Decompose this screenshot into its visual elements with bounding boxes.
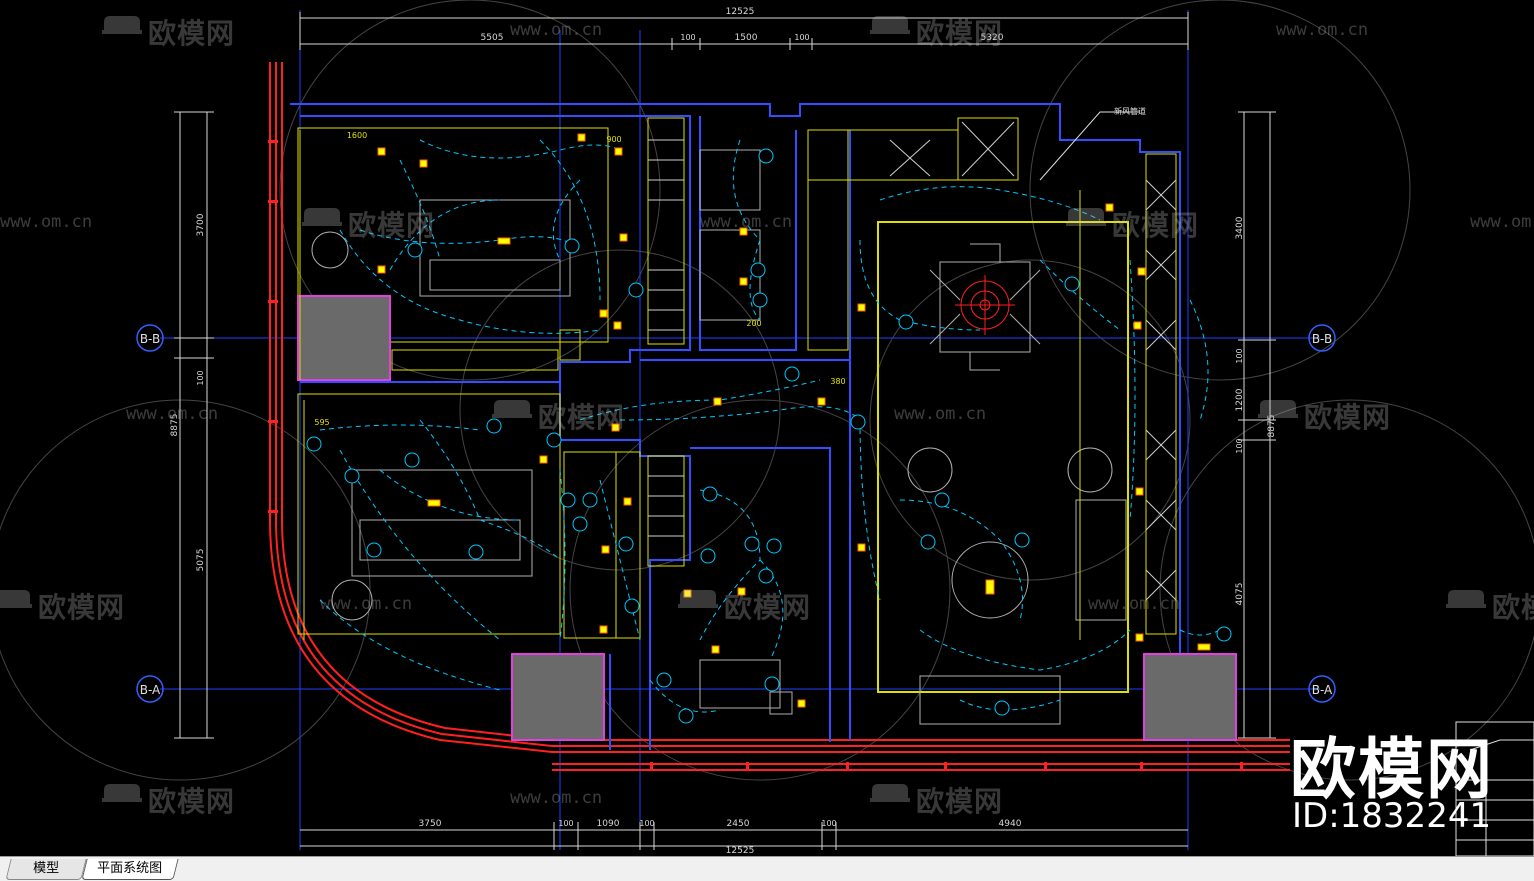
furniture	[311, 149, 1127, 725]
callout-text: 新风管道	[1114, 106, 1146, 116]
axis-label-bb-left: B-B	[140, 332, 160, 346]
dim-top-seg-1: 100	[680, 33, 695, 42]
watermark-brand: 欧模网	[1064, 204, 1199, 244]
dim-bottom-overall: 12525	[726, 846, 755, 856]
watermark-circles	[0, 0, 1534, 781]
callout-leader	[1039, 111, 1534, 751]
dim-bottom-seg-2: 1090	[597, 819, 620, 829]
dim-bottom-seg-1: 100	[558, 819, 573, 828]
sofa-logo-icon	[1064, 208, 1108, 239]
dim-left-overall: 8875	[170, 414, 180, 437]
dim-top-overall: 12525	[726, 7, 755, 17]
sofa-logo-icon	[300, 208, 344, 239]
cabinet-details	[648, 121, 1177, 601]
room-dim-1: 900	[606, 135, 621, 144]
watermark-url: www.om.cn	[700, 212, 793, 232]
model-id: ID:1832241	[1292, 796, 1492, 836]
dim-right-overall: 8875	[1267, 415, 1277, 438]
axis-label-bb-right: B-B	[1312, 332, 1332, 346]
fixture-tags	[306, 148, 1232, 724]
dim-right-seg-3: 100	[1235, 438, 1244, 453]
room-dim-4: 380	[830, 377, 845, 386]
sofa-logo-icon	[1444, 590, 1488, 621]
structural-columns	[297, 295, 1237, 741]
sofa-logo-icon	[100, 784, 144, 815]
sofa-logo-icon	[868, 784, 912, 815]
brand-logo-text: 欧模网	[1290, 731, 1494, 808]
dimension-lines	[174, 12, 1276, 850]
layout-tab-bar: 模型 平面系统图	[0, 856, 1534, 881]
title-block	[1455, 721, 1534, 856]
watermark-url: www.om.cn	[320, 594, 413, 614]
dim-right-seg-2: 1200	[1235, 388, 1245, 411]
watermark-url: www.om.cn	[1276, 20, 1369, 40]
axis-label-ba-right: B-A	[1312, 683, 1333, 697]
dim-top-seg-4: 5320	[981, 33, 1004, 43]
axis-label-ba-left: B-A	[140, 683, 161, 697]
watermark-url: www.om.cn	[894, 404, 987, 424]
dim-right-seg-0: 3400	[1235, 216, 1245, 239]
watermark-brand: 欧模网	[868, 12, 1003, 52]
dim-bottom-seg-0: 3750	[419, 819, 442, 829]
room-dim-3: 200	[746, 319, 761, 328]
watermark-url: www.om.cn	[1470, 212, 1534, 232]
watermark-url: www.om.cn	[126, 404, 219, 424]
dim-left-seg-1: 100	[196, 370, 205, 385]
watermark-url: www.om.cn	[510, 20, 603, 40]
watermark-url: www.om.cn	[510, 788, 603, 808]
sofa-logo-icon	[1256, 400, 1300, 431]
watermark-brand: 欧模网	[1444, 586, 1534, 626]
dim-bottom-seg-4: 2450	[727, 819, 750, 829]
watermark-url: www.om.cn	[0, 212, 93, 232]
dim-right-seg-1: 100	[1235, 348, 1244, 363]
dim-left-seg-2: 5075	[196, 549, 206, 572]
inner-walls	[290, 103, 1181, 750]
watermark-brand: 欧模网	[100, 12, 235, 52]
room-dim-0: 1600	[347, 131, 367, 140]
tab-model[interactable]: 模型	[5, 859, 87, 880]
room-dim-2: 595	[314, 418, 329, 427]
watermark-brand: 欧模网	[676, 586, 811, 626]
sofa-logo-icon	[0, 590, 34, 621]
light-fixtures	[377, 133, 1211, 708]
dim-bottom-seg-5: 100	[821, 819, 836, 828]
dim-top-seg-0: 5505	[481, 33, 504, 43]
sofa-logo-icon	[868, 16, 912, 47]
outer-walls	[269, 62, 1290, 753]
fixtures-yellow	[297, 117, 1177, 693]
watermark-brand: 欧模网	[490, 396, 625, 436]
watermark-brand: 欧模网	[100, 780, 235, 820]
dining-lamp	[955, 275, 1015, 335]
watermark-url: www.om.cn	[1088, 594, 1181, 614]
dim-left-seg-0: 3700	[196, 213, 206, 236]
wall-detail	[299, 130, 1081, 640]
sofa-logo-icon	[490, 400, 534, 431]
tab-plan-system[interactable]: 平面系统图	[81, 859, 179, 880]
floor-plan-drawing: B-B B-B B-A B-A 12525 5505 100 1500 100 …	[0, 0, 1534, 856]
watermark-brand: 欧模网	[1256, 396, 1391, 436]
sofa-logo-icon	[100, 16, 144, 47]
watermark-brand: 欧模网	[300, 204, 435, 244]
cad-canvas[interactable]: B-B B-B B-A B-A 12525 5505 100 1500 100 …	[0, 0, 1534, 856]
watermark-brand: 欧模网	[0, 586, 125, 626]
dim-bottom-seg-3: 100	[639, 819, 654, 828]
dim-top-seg-2: 1500	[735, 33, 758, 43]
dim-right-seg-4: 4075	[1235, 583, 1245, 606]
dim-bottom-seg-6: 4940	[999, 819, 1022, 829]
dim-top-seg-3: 100	[794, 33, 809, 42]
wall-markers	[268, 140, 1243, 770]
watermark-brand: 欧模网	[868, 780, 1003, 820]
sofa-logo-icon	[676, 590, 720, 621]
axis-bubbles	[136, 324, 1336, 703]
bottom-red-band	[552, 763, 1290, 771]
